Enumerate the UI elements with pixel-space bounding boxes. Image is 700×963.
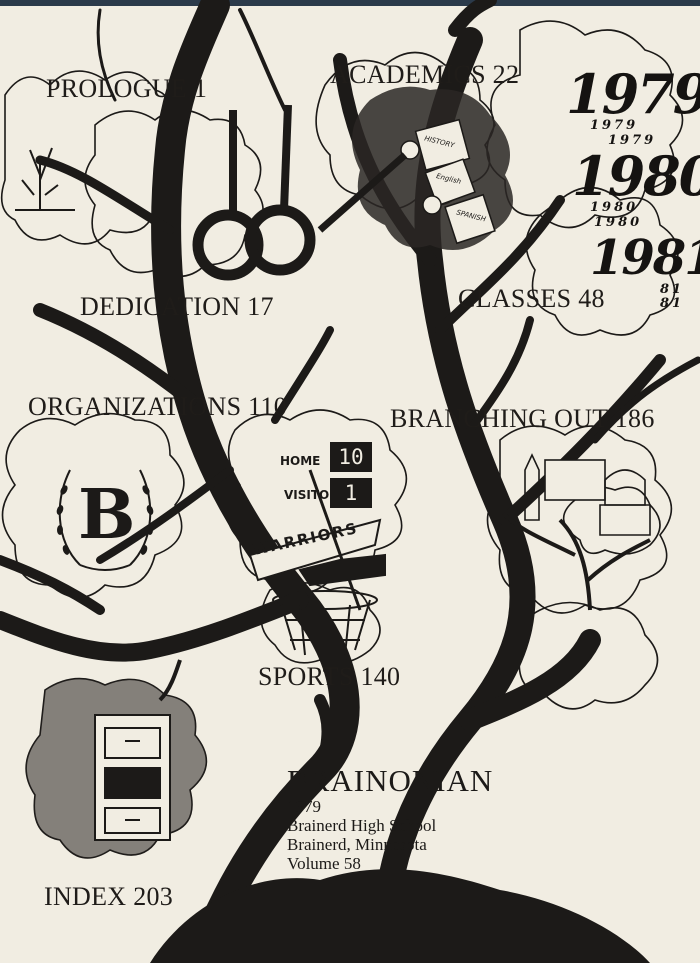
toc-entry-academics: ACADEMICS 22	[330, 60, 519, 90]
rings-drawing	[192, 104, 316, 281]
year-1979-small: 1979	[590, 118, 639, 133]
toc-entry-branching-out: BRANCHING OUT 186	[390, 404, 655, 434]
toc-page: 110	[248, 392, 288, 421]
toc-entry-organizations: ORGANIZATIONS 110	[28, 392, 287, 422]
toc-label: SPORTS	[258, 662, 354, 691]
toc-page: 203	[133, 882, 174, 911]
toc-entry-classes: CLASSES 48	[458, 284, 605, 314]
toc-label: DEDICATION	[80, 292, 241, 321]
toc-label: INDEX	[44, 882, 127, 911]
school-location: Brainerd, Minnesota	[287, 835, 427, 854]
yearbook-title: BRAINONIAN	[287, 763, 494, 798]
toc-entry-index: INDEX 203	[44, 882, 173, 912]
school-name: Brainerd High School	[287, 816, 437, 835]
year-1981-small: 81	[660, 296, 685, 311]
year-1981-small: 81	[660, 282, 685, 297]
toc-page: 140	[360, 662, 401, 691]
year-1980-large: 1980	[572, 144, 700, 208]
home-label: HOME	[280, 454, 321, 468]
year-1979-large: 1979	[566, 62, 700, 126]
toc-label: CLASSES	[458, 284, 572, 313]
year-1980-small: 1980	[590, 200, 639, 215]
toc-label: ACADEMICS	[330, 60, 486, 89]
scoreboard: HOME 10 VISITOR 1	[270, 430, 380, 512]
home-score: 10	[330, 442, 372, 472]
toc-page: 22	[492, 60, 520, 89]
year-1980-small: 1980	[594, 215, 643, 230]
year-1979-small: 1979	[608, 133, 657, 148]
visitor-score: 1	[330, 478, 372, 508]
toc-entry-prologue: PROLOGUE 1	[46, 74, 207, 104]
toc-page: 1	[193, 74, 208, 103]
visitor-label: VISITOR	[284, 488, 339, 502]
crest-letter: B	[78, 475, 136, 555]
yearbook-year: 1979	[287, 797, 321, 816]
toc-page: 48	[578, 284, 605, 313]
toc-label: BRANCHING OUT	[390, 404, 608, 433]
toc-entry-dedication: DEDICATION 17	[80, 292, 274, 322]
colophon: BRAINONIAN 1979 Brainerd High School Bra…	[287, 764, 493, 873]
volume-number: Volume 58	[287, 854, 361, 873]
toc-label: ORGANIZATIONS	[28, 392, 242, 421]
toc-entry-sports: SPORTS 140	[258, 662, 400, 692]
toc-page: 17	[247, 292, 274, 321]
toc-page: 186	[614, 404, 655, 433]
toc-label: PROLOGUE	[46, 74, 188, 103]
